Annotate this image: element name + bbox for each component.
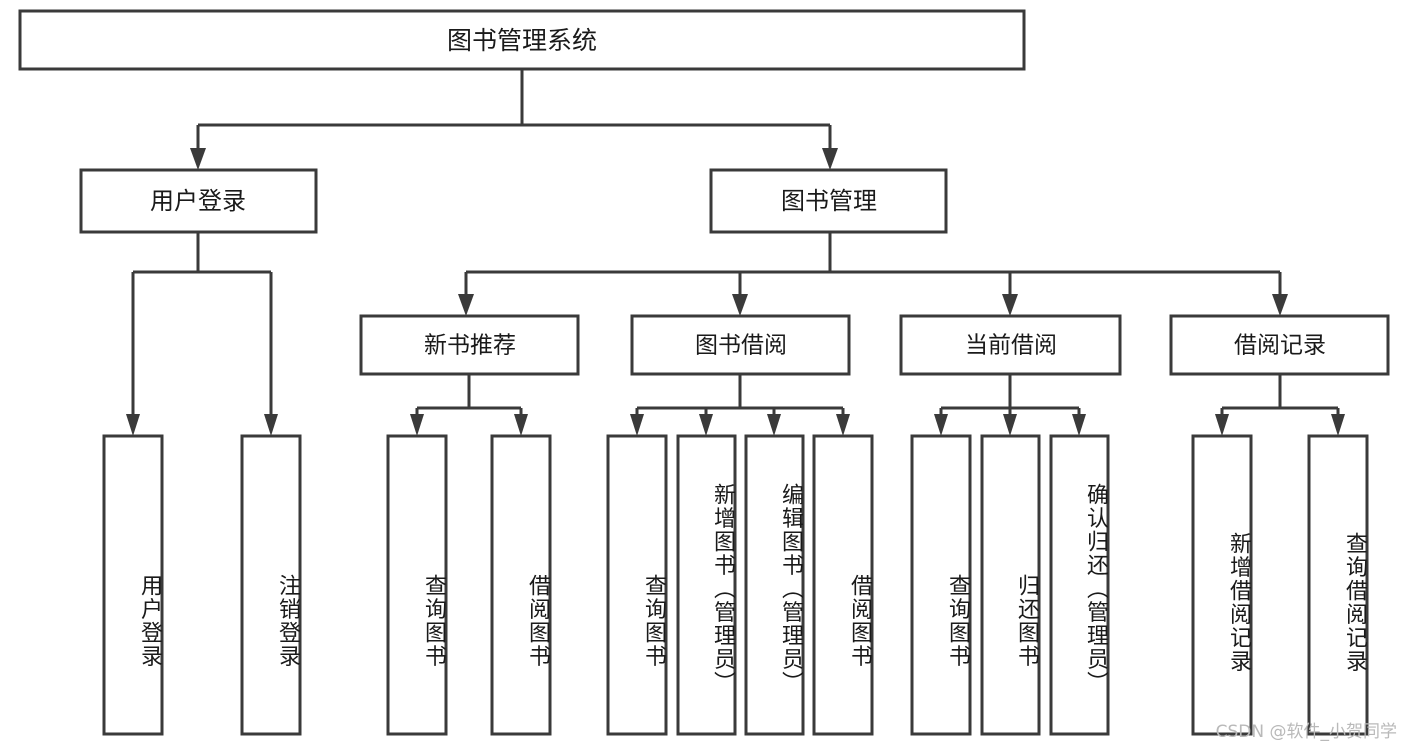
node-user-login-box[interactable] (79, 168, 318, 234)
node-borrow-record[interactable]: 借阅记录 (1169, 314, 1390, 376)
leaf-box-add-borrow-record[interactable] (1191, 434, 1253, 736)
leaf-label-query-books-current: 查询图书 (945, 574, 970, 668)
leaf-label-query-books-new: 查询图书 (421, 574, 446, 668)
leaf-box-edit-book-admin[interactable] (744, 434, 805, 736)
node-current-borrow-label: 当前借阅 (965, 333, 1057, 359)
arrow-head-currentborrow-leaf1 (934, 414, 948, 436)
leaf-label-add-borrow-record: 新增借阅记录 (1226, 531, 1251, 673)
leaf-label-return-books: 归还图书 (1014, 574, 1039, 668)
arrow-head-user-leaf2 (264, 414, 278, 436)
node-user-login-label: 用户登录 (150, 187, 246, 215)
leaf-box-borrow-books-new[interactable] (490, 434, 552, 736)
arrow-head-bookborrow-leaf2 (699, 414, 713, 436)
node-new-book-recommend-box[interactable] (359, 314, 580, 376)
leaf-label-query-books-borrow: 查询图书 (641, 574, 666, 668)
connector-group-new-books (410, 374, 528, 436)
connector-group-book-borrow (630, 374, 850, 436)
node-new-book-recommend-label: 新书推荐 (424, 333, 516, 359)
leaf-box-user-login[interactable] (102, 434, 164, 736)
node-book-borrow[interactable]: 图书借阅 (630, 314, 851, 376)
arrow-head-to-user-login (190, 148, 206, 170)
arrow-head-user-leaf1 (126, 414, 140, 436)
leaf-label-borrow-books-new: 借阅图书 (525, 574, 550, 668)
leaf-box-return-books[interactable] (980, 434, 1041, 736)
leaf-label-logout: 注销登录 (275, 574, 300, 668)
arrow-head-bookborrow-leaf1 (630, 414, 644, 436)
leaf-box-add-book-admin[interactable] (676, 434, 737, 736)
node-root-label: 图书管理系统 (447, 26, 597, 55)
leaf-label-edit-book-admin: 编辑图书（管理员） (778, 483, 803, 695)
arrow-head-newbooks-leaf2 (514, 414, 528, 436)
node-user-login[interactable]: 用户登录 (79, 168, 318, 234)
node-book-borrow-label: 图书借阅 (695, 333, 787, 359)
leaf-box-query-borrow-record[interactable] (1307, 434, 1369, 736)
leaf-box-query-books-borrow[interactable] (606, 434, 668, 736)
node-root-system[interactable]: 图书管理系统 (18, 9, 1026, 71)
node-book-borrow-box[interactable] (630, 314, 851, 376)
arrow-head-to-new-books (458, 294, 474, 316)
node-book-management-label: 图书管理 (781, 187, 877, 215)
arrow-head-currentborrow-leaf2 (1003, 414, 1017, 436)
connector-group-book-mgmt (458, 232, 1288, 316)
arrow-head-to-book-mgmt (822, 148, 838, 170)
connector-group-borrow-record (1215, 374, 1345, 436)
leaf-box-borrow-books[interactable] (812, 434, 874, 736)
leaf-label-confirm-return-admin: 确认归还（管理员） (1083, 483, 1108, 695)
node-book-management[interactable]: 图书管理 (709, 168, 948, 234)
arrow-head-to-current-borrow (1002, 294, 1018, 316)
arrow-head-newbooks-leaf1 (410, 414, 424, 436)
leaf-box-query-books-new[interactable] (386, 434, 448, 736)
leaf-box-logout[interactable] (240, 434, 302, 736)
leaf-label-query-borrow-record: 查询借阅记录 (1342, 531, 1367, 673)
node-new-book-recommend[interactable]: 新书推荐 (359, 314, 580, 376)
node-current-borrow[interactable]: 当前借阅 (899, 314, 1122, 376)
node-current-borrow-box[interactable] (899, 314, 1122, 376)
leaf-label-add-book-admin: 新增图书（管理员） (710, 483, 735, 695)
connector-group-current-borrow (934, 374, 1086, 436)
arrow-head-currentborrow-leaf3 (1072, 414, 1086, 436)
node-root-box[interactable] (18, 9, 1026, 71)
connector-group-root (190, 69, 838, 170)
arrow-head-borrowrecord-leaf2 (1331, 414, 1345, 436)
arrow-head-to-book-borrow (732, 294, 748, 316)
connector-group-user-login (126, 232, 278, 436)
leaf-box-confirm-return-admin[interactable] (1049, 434, 1110, 736)
arrow-head-bookborrow-leaf4 (836, 414, 850, 436)
arrow-head-bookborrow-leaf3 (767, 414, 781, 436)
leaf-label-borrow-books: 借阅图书 (847, 574, 872, 668)
node-borrow-record-box[interactable] (1169, 314, 1390, 376)
leaf-box-group (102, 434, 1369, 736)
leaf-box-query-books-current[interactable] (910, 434, 972, 736)
arrow-head-to-borrow-record (1272, 294, 1288, 316)
node-book-management-box[interactable] (709, 168, 948, 234)
leaf-label-user-login: 用户登录 (137, 574, 162, 668)
arrow-head-borrowrecord-leaf1 (1215, 414, 1229, 436)
node-borrow-record-label: 借阅记录 (1234, 333, 1326, 359)
